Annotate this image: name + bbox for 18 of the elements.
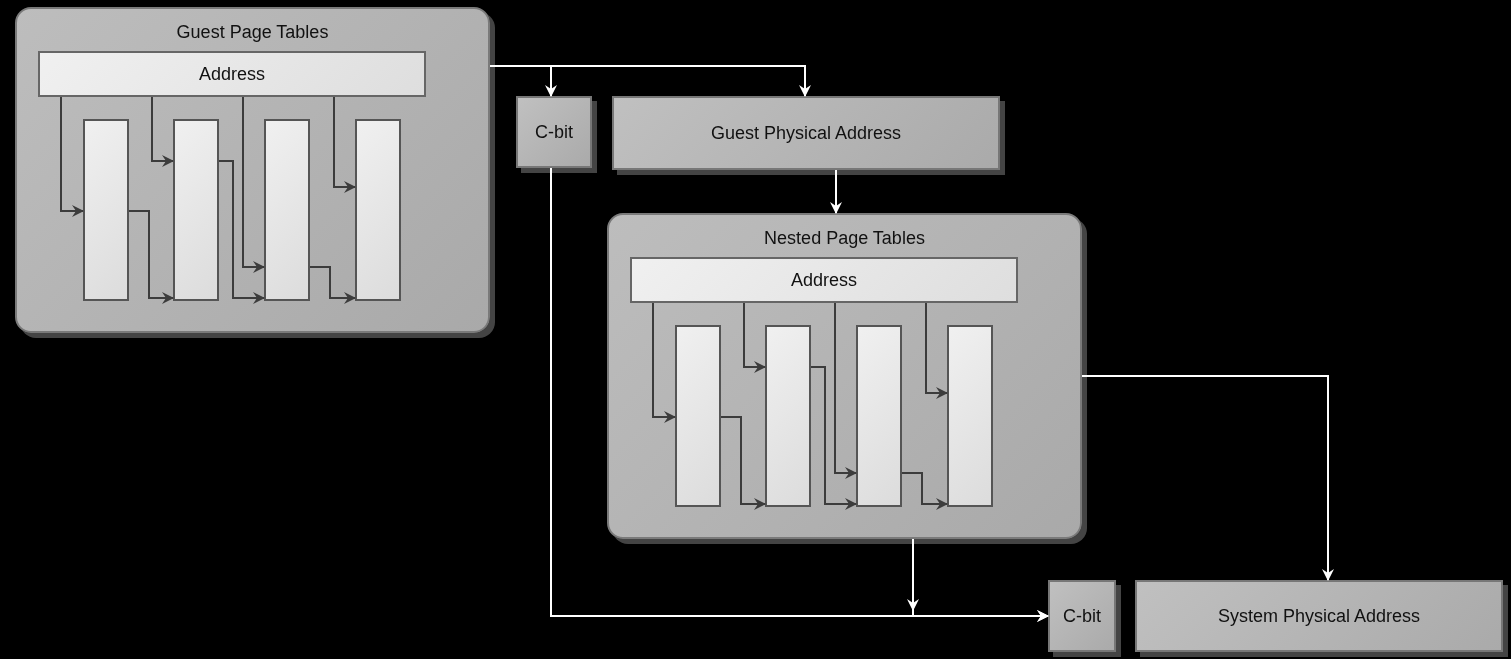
box-label: C-bit xyxy=(1063,605,1101,627)
panel-title: Nested Page Tables xyxy=(763,228,926,249)
table-column xyxy=(173,119,219,301)
panel-title: Guest Page Tables xyxy=(175,22,330,43)
address-bar xyxy=(38,51,426,97)
box-label: Guest Physical Address xyxy=(710,122,902,144)
box-label: C-bit xyxy=(535,121,573,143)
table-column xyxy=(264,119,310,301)
table-column xyxy=(856,325,902,507)
table-column xyxy=(675,325,721,507)
table-column xyxy=(765,325,811,507)
box-label: Address xyxy=(790,269,857,291)
table-column xyxy=(355,119,401,301)
address-bar xyxy=(630,257,1018,303)
table-column xyxy=(947,325,993,507)
table-column xyxy=(83,119,129,301)
box-label: Address xyxy=(198,63,265,85)
box-label: System Physical Address xyxy=(1217,605,1421,627)
